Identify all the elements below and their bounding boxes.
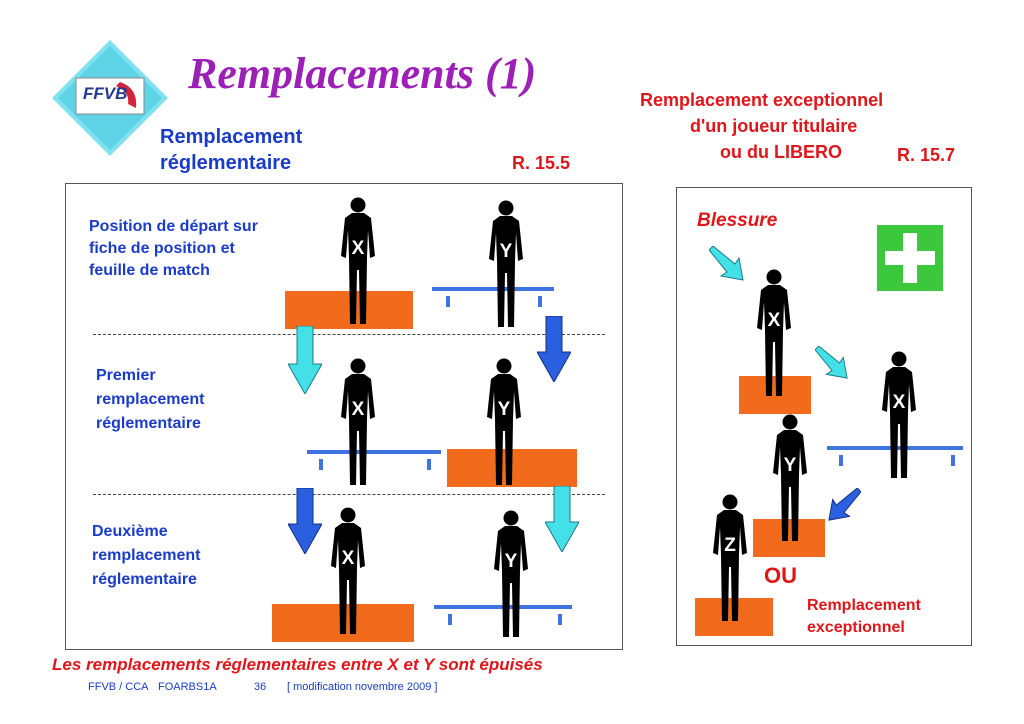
right-heading: Remplacement exceptionnel d'un joueur ti… [640,87,883,165]
player-letter: Y [497,399,511,420]
bench [432,287,554,307]
right-heading-line-3: ou du LIBERO [720,142,842,162]
row-label-2-line-2: remplacement [96,391,205,408]
injured-player-x: X [754,268,794,398]
player-letter: Y [499,241,513,262]
row-label-3-line-3: réglementaire [92,571,197,588]
bench-leg-right [558,614,562,625]
first-aid-cross-icon [877,225,943,291]
footer-page: 36 [254,681,267,693]
bench-seat [432,287,554,291]
bench-seat [307,450,441,454]
diagonal-arrow-icon [709,246,744,281]
row-label-1-line-3: feuille de match [89,262,210,279]
player-silhouette-icon [713,494,747,621]
player-letter: X [767,310,781,331]
bench-leg-left [446,296,450,307]
player-silhouette-icon [494,510,528,637]
row-divider-1 [93,334,605,335]
bench-leg-left [448,614,452,625]
player-y-on-court: Y [484,357,524,487]
down-arrow-icon [288,488,322,554]
exceptional-label: Remplacement exceptionnel [807,595,921,639]
row-label-3: Deuxième remplacement réglementaire [92,520,201,592]
row-label-3-line-1: Deuxième [92,523,168,540]
court-pad [753,519,825,557]
conclusion-text: Les remplacements réglementaires entre X… [52,655,543,674]
bench-leg-right [538,296,542,307]
down-arrow-icon [288,326,322,394]
player-y-on-bench: Y [491,509,531,639]
rule-left: R. 15.5 [512,153,571,173]
down-arrow-icon [545,486,579,552]
player-silhouette-icon [773,414,807,541]
exceptional-label-line-1: Remplacement [807,597,921,614]
bench [307,450,441,470]
player-letter: X [351,238,365,259]
row-label-2: Premier remplacement réglementaire [96,364,205,436]
player-letter: X [341,548,355,569]
exceptional-label-line-2: exceptionnel [807,619,905,636]
player-letter: Z [724,535,736,556]
right-heading-line-1: Remplacement exceptionnel [640,90,884,110]
footer-org: FFVB / CCA [88,681,149,693]
diagonal-arrow-icon [828,488,861,521]
row-label-2-line-3: réglementaire [96,415,201,432]
injury-label: Blessure [697,210,778,231]
rule-right: R. 15.7 [897,145,956,165]
court-pad [285,291,413,329]
player-letter: X [351,399,365,420]
left-heading: Remplacement réglementaire [160,124,302,176]
bench-leg-right [951,455,955,466]
row-label-3-line-2: remplacement [92,547,201,564]
down-arrow-icon [537,316,571,382]
player-y-on-bench: Y [486,199,526,329]
player-x-on-court: X [328,506,368,636]
substitute-player-y: Y [770,413,810,543]
player-silhouette-icon [757,269,791,396]
player-x-on-bench: X [879,350,919,480]
footer-note: [ modification novembre 2009 ] [287,681,438,693]
player-silhouette-icon [487,358,521,485]
player-letter: Y [783,455,797,476]
player-silhouette-icon [489,200,523,327]
row-label-1-line-2: fiche de position et [89,240,235,257]
ffvb-logo: FFVB [50,38,170,158]
player-x-on-court: X [338,196,378,326]
player-letter: Y [504,551,518,572]
bench-leg-right [427,459,431,470]
row-label-1-line-1: Position de départ sur [89,218,258,235]
player-silhouette-icon [341,358,375,485]
regular-substitution-panel: Position de départ sur fiche de position… [65,183,623,650]
logo-text: FFVB [83,84,128,103]
row-label-2-line-1: Premier [96,367,156,384]
row-label-1: Position de départ sur fiche de position… [89,216,258,282]
row-divider-2 [93,494,605,495]
player-silhouette-icon [331,507,365,634]
player-silhouette-icon [882,351,916,478]
diagonal-arrow-icon [815,346,848,379]
player-silhouette-icon [341,197,375,324]
player-x-on-bench: X [338,357,378,487]
bench-leg-left [319,459,323,470]
or-label: OU [764,563,797,588]
left-heading-line-1: Remplacement [160,126,303,148]
player-letter: X [892,392,906,413]
court-pad [739,376,811,414]
exceptional-substitution-panel: Blessure X X Y Z OU Remplacement excepti… [676,187,972,646]
bench-leg-left [839,455,843,466]
exceptional-player-z: Z [710,493,750,623]
left-heading-line-2: réglementaire [160,152,292,174]
slide-title: Remplacements (1) [188,49,537,98]
right-heading-line-2: d'un joueur titulaire [690,116,858,136]
footer-code: FOARBS1A [158,681,217,693]
